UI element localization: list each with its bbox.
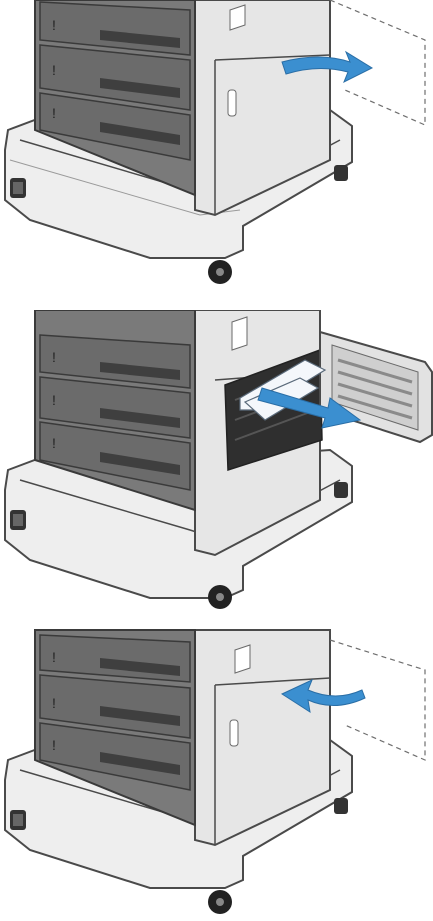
tray-2-marker: ! [52, 695, 56, 711]
printer-illustration-1: ! ! ! [0, 0, 433, 300]
tray-3-marker: ! [52, 105, 56, 121]
tray-1-marker: ! [52, 649, 56, 665]
caster-front [208, 260, 232, 284]
caster-front [208, 585, 232, 609]
caster-left [10, 178, 26, 198]
caster-right [334, 482, 348, 498]
caster-right [334, 165, 348, 181]
tray-3-marker: ! [52, 737, 56, 753]
step-2-remove-paper-illustration: ! ! ! [0, 310, 433, 610]
printer-illustration-3: ! ! ! [0, 620, 433, 921]
caster-left [10, 510, 26, 530]
tray-1-marker: ! [52, 17, 56, 33]
step-1-open-door-illustration: ! ! ! [0, 0, 433, 300]
step-3-close-door-illustration: ! ! ! [0, 620, 433, 921]
caster-left [10, 810, 26, 830]
tray-3-marker: ! [52, 435, 56, 451]
tray-2-marker: ! [52, 392, 56, 408]
caster-front [208, 890, 232, 914]
caster-right [334, 798, 348, 814]
tray-2-marker: ! [52, 62, 56, 78]
printer-illustration-2: ! ! ! [0, 310, 433, 610]
tray-1-marker: ! [52, 349, 56, 365]
